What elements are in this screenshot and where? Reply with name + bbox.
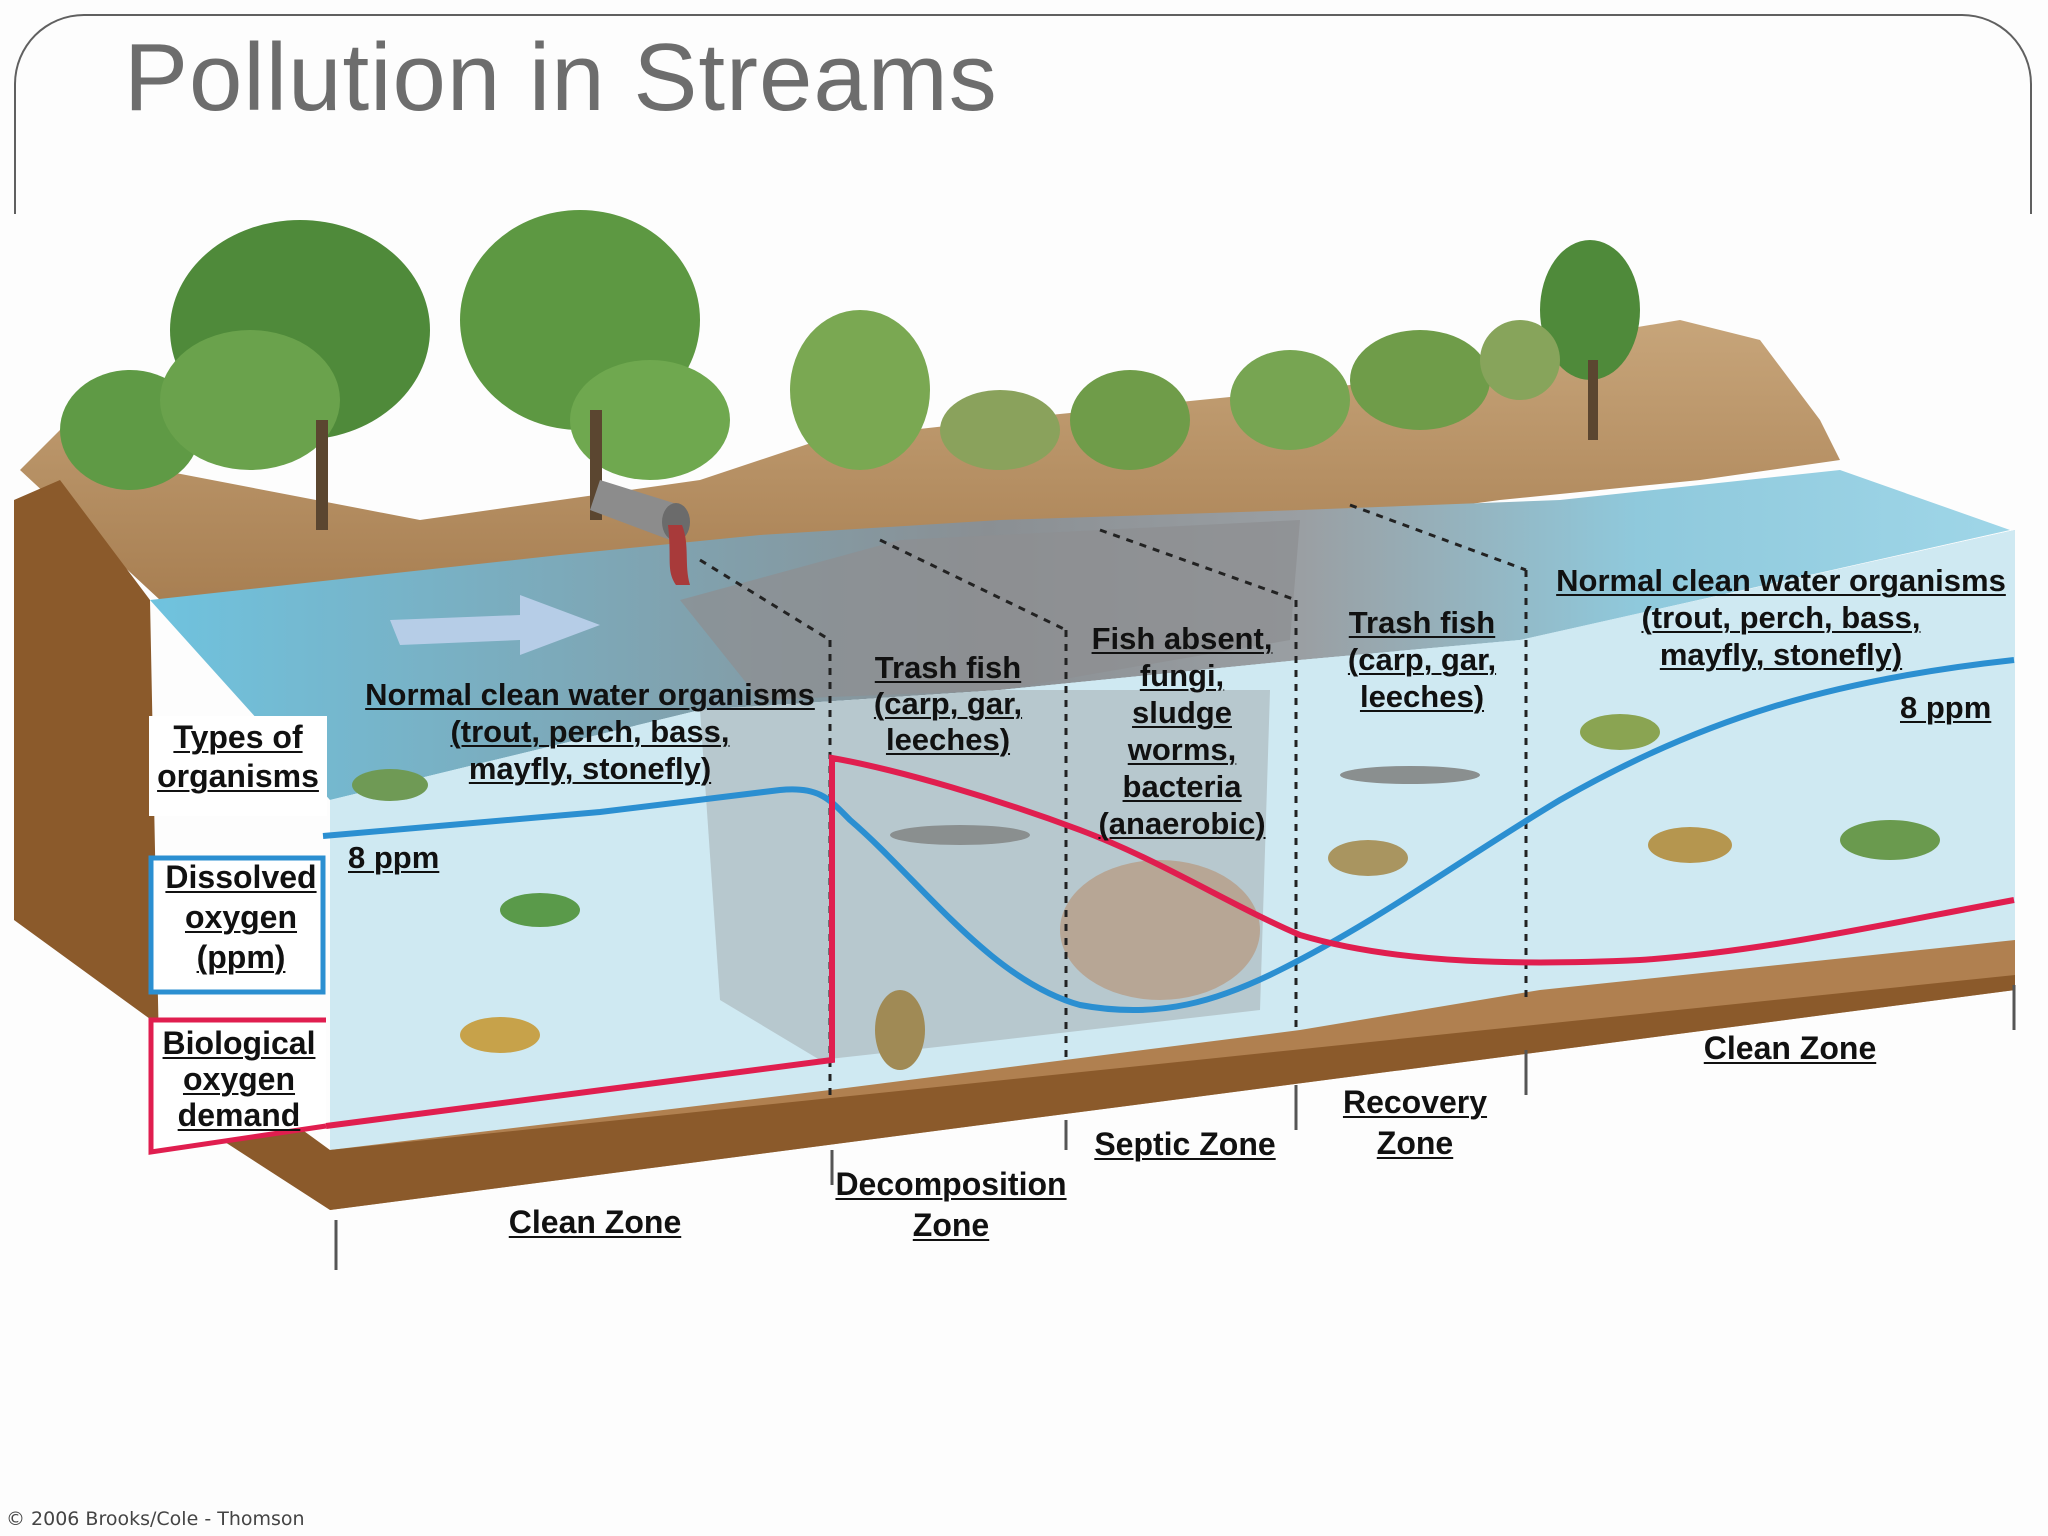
do-legend-box bbox=[148, 855, 326, 995]
flow-arrow bbox=[390, 595, 600, 655]
zone-clean-right: Clean Zone bbox=[1703, 1030, 1877, 1066]
organisms-septic-label: Fish absent, fungi, sludge worms, bacter… bbox=[1091, 621, 1273, 841]
organisms-clean-right-label: Normal clean water organisms (trout, per… bbox=[1556, 563, 2006, 672]
organisms-decomposition-label: Trash fish (carp, gar, leeches) bbox=[873, 650, 1023, 757]
organisms-recovery-label: Trash fish (carp, gar, leeches) bbox=[1347, 605, 1497, 714]
zone-ticks bbox=[334, 985, 2016, 1270]
organisms-clean-left-label: Normal clean water organisms (trout, per… bbox=[365, 677, 815, 786]
pollution-plume bbox=[680, 520, 1300, 700]
soil-left-face bbox=[14, 480, 330, 1210]
slide-frame bbox=[14, 14, 2032, 214]
ppm-right-label: 8 ppm bbox=[1900, 690, 1992, 725]
discharge-pipe bbox=[590, 480, 690, 585]
types-of-organisms-label: Types of organisms bbox=[149, 718, 327, 814]
bod-curve bbox=[325, 754, 2015, 1129]
zone-septic: Septic Zone bbox=[1094, 1126, 1276, 1162]
sludge-patch bbox=[1060, 860, 1260, 1000]
bod-legend-box bbox=[148, 1017, 327, 1155]
trees bbox=[60, 210, 1640, 530]
zone-decomposition: Decomposition Zone bbox=[835, 1166, 1067, 1243]
slide-title: Pollution in Streams bbox=[124, 24, 998, 131]
zone-clean-left: Clean Zone bbox=[508, 1204, 682, 1240]
copyright-notice: © 2006 Brooks/Cole - Thomson bbox=[6, 1508, 305, 1530]
fish bbox=[352, 714, 1940, 1070]
dissolved-oxygen-curve bbox=[322, 657, 2015, 1014]
bod-label: Biological oxygen demand bbox=[162, 1025, 316, 1133]
zone-recovery: Recovery Zone bbox=[1342, 1084, 1488, 1161]
dissolved-oxygen-label: Dissolved oxygen (ppm) bbox=[165, 859, 317, 975]
stream-bed-bottom bbox=[330, 975, 2015, 1210]
ppm-left-label: 8 ppm bbox=[348, 840, 440, 875]
